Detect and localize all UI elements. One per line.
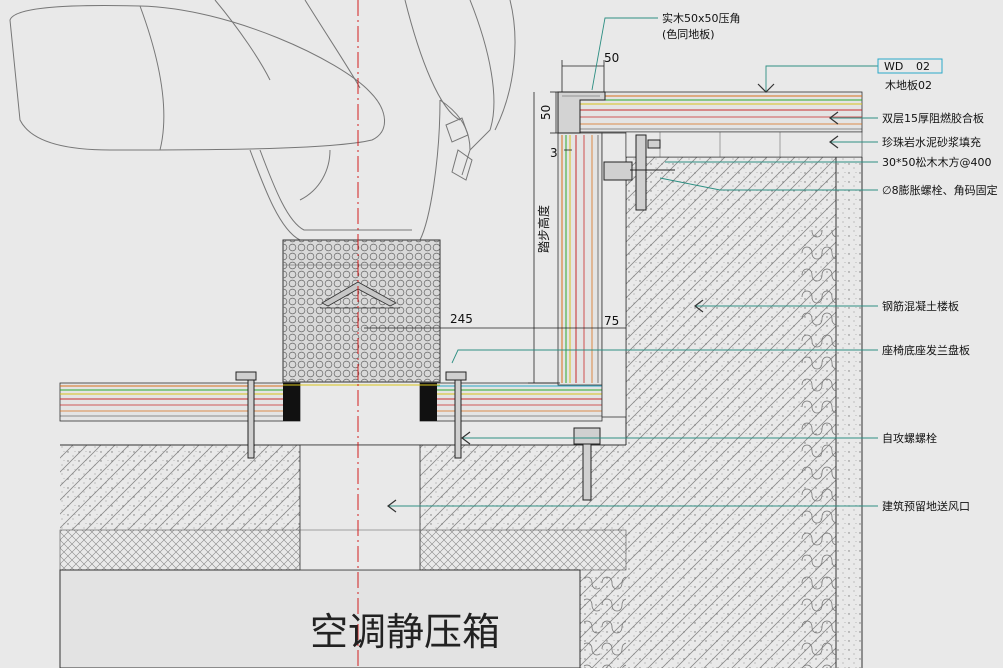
dim-gap: 3: [550, 146, 558, 160]
dim-top-height: 50: [539, 105, 553, 120]
label-plywood: 双层15厚阻燃胶合板: [882, 111, 984, 125]
dim-75: 75: [604, 314, 619, 328]
label-trim: 实木50x50压角: [662, 11, 741, 25]
label-screw: 自攻螺螺栓: [882, 431, 937, 445]
dim-step-height: 踏步高度: [536, 205, 551, 253]
label-trim-note: (色同地板): [662, 27, 715, 41]
box-title: 空调静压箱: [310, 610, 500, 654]
dimension-lines: [364, 60, 626, 384]
leader-arrows: [387, 83, 839, 513]
tag-name: 木地板02: [885, 78, 932, 92]
seat-outline: [9, 0, 516, 241]
expansion-bolt-bottom: [573, 427, 601, 501]
tag-number: 02: [916, 60, 930, 73]
floor-buildup-right: [283, 382, 603, 422]
label-batten: 30*50松木木方@400: [882, 155, 992, 169]
label-slab: 钢筋混凝土楼板: [882, 299, 959, 313]
label-anchor: ∅8膨胀螺栓、角码固定: [882, 183, 998, 197]
tag-box: [877, 58, 943, 74]
seat-pedestal: [282, 239, 441, 383]
screw-left: [235, 371, 257, 459]
label-mortar: 珍珠岩水泥砂浆填充: [882, 135, 981, 149]
screw-right: [445, 371, 467, 459]
label-flange: 座椅底座发兰盘板: [882, 343, 970, 357]
dim-top-width: 50: [604, 51, 619, 65]
label-vent: 建筑预留地送风口: [882, 499, 970, 513]
leader-lines: [388, 17, 878, 507]
floor-buildup-left: [59, 382, 301, 422]
expansion-bolt-top: [603, 134, 675, 211]
floor-buildup-top: [579, 91, 863, 158]
plenum-box: [59, 444, 581, 668]
dim-245: 245: [450, 312, 473, 326]
tag-code: WD: [884, 60, 903, 73]
